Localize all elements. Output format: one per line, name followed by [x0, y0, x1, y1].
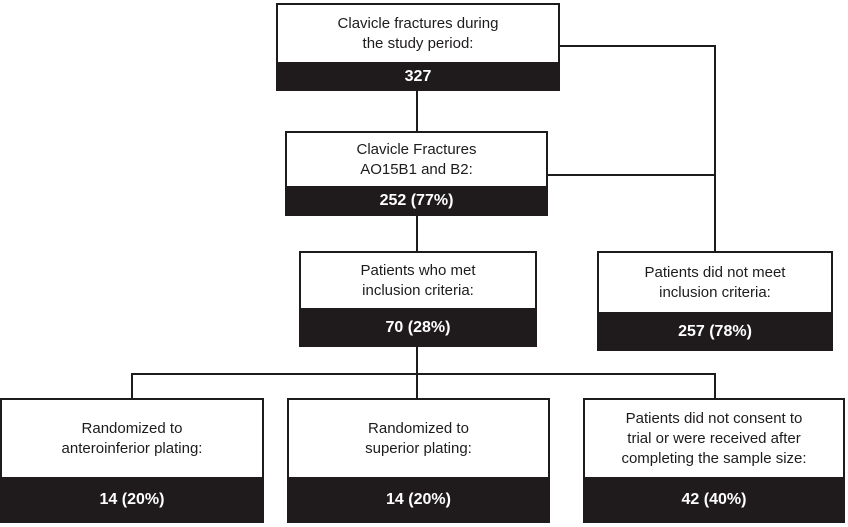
- node-not-met-inclusion: Patients did not meet inclusion criteria…: [597, 251, 833, 351]
- node-ao15b1-b2-value: 252 (77%): [285, 186, 548, 216]
- node-superior-plating-value: 14 (20%): [287, 477, 550, 523]
- node-superior-plating-label: Randomized to superior plating:: [365, 419, 472, 457]
- connector-met-to-distributor: [416, 347, 418, 374]
- connector-drop-anteroinferior: [131, 373, 133, 398]
- node-no-consent-label: Patients did not consent to trial or wer…: [621, 409, 807, 467]
- node-no-consent-value: 42 (40%): [583, 477, 845, 523]
- connector-drop-no-consent: [714, 373, 716, 398]
- node-met-inclusion-value: 70 (28%): [299, 308, 537, 347]
- node-ao15b1-b2-label: Clavicle Fractures AO15B1 and B2:: [356, 140, 477, 178]
- connector-ao-to-right-column: [548, 174, 716, 176]
- node-no-consent: Patients did not consent to trial or wer…: [583, 398, 845, 523]
- node-met-inclusion-label: Patients who met inclusion criteria:: [360, 261, 476, 299]
- node-total-fractures-label: Clavicle fractures during the study peri…: [337, 14, 499, 52]
- connector-total-to-right-column: [560, 45, 716, 47]
- node-anteroinferior-plating: Randomized to anteroinferior plating: 14…: [0, 398, 264, 523]
- node-not-met-inclusion-value: 257 (78%): [597, 312, 833, 351]
- node-not-met-inclusion-label: Patients did not meet inclusion criteria…: [644, 263, 786, 301]
- connector-ao-to-met: [416, 215, 418, 251]
- node-anteroinferior-plating-value: 14 (20%): [0, 477, 264, 523]
- connector-total-to-ao: [416, 91, 418, 131]
- node-total-fractures-value: 327: [276, 62, 560, 91]
- node-superior-plating: Randomized to superior plating: 14 (20%): [287, 398, 550, 523]
- node-total-fractures: Clavicle fractures during the study peri…: [276, 3, 560, 91]
- node-met-inclusion: Patients who met inclusion criteria: 70 …: [299, 251, 537, 347]
- node-anteroinferior-plating-label: Randomized to anteroinferior plating:: [61, 419, 203, 457]
- connector-right-column-vertical: [714, 45, 716, 251]
- node-ao15b1-b2: Clavicle Fractures AO15B1 and B2: 252 (7…: [285, 131, 548, 216]
- connector-distributor-horizontal: [131, 373, 716, 375]
- connector-drop-superior: [416, 373, 418, 398]
